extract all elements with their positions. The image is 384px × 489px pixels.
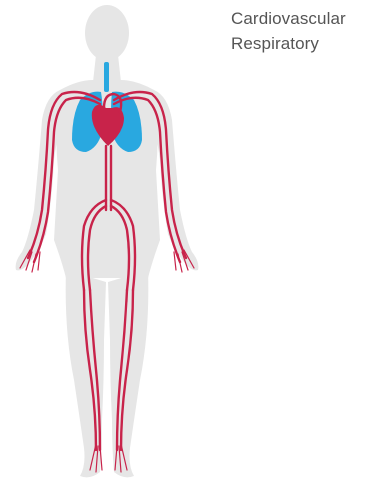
- right-leg: [108, 270, 148, 477]
- head: [85, 5, 129, 61]
- systems-legend: Cardiovascular Respiratory: [231, 6, 346, 56]
- legend-item-cardiovascular[interactable]: Cardiovascular: [231, 6, 346, 31]
- trachea: [104, 62, 109, 92]
- cardiovascular-system: [20, 92, 194, 472]
- human-body-diagram: [0, 0, 210, 489]
- legend-item-respiratory[interactable]: Respiratory: [231, 31, 346, 56]
